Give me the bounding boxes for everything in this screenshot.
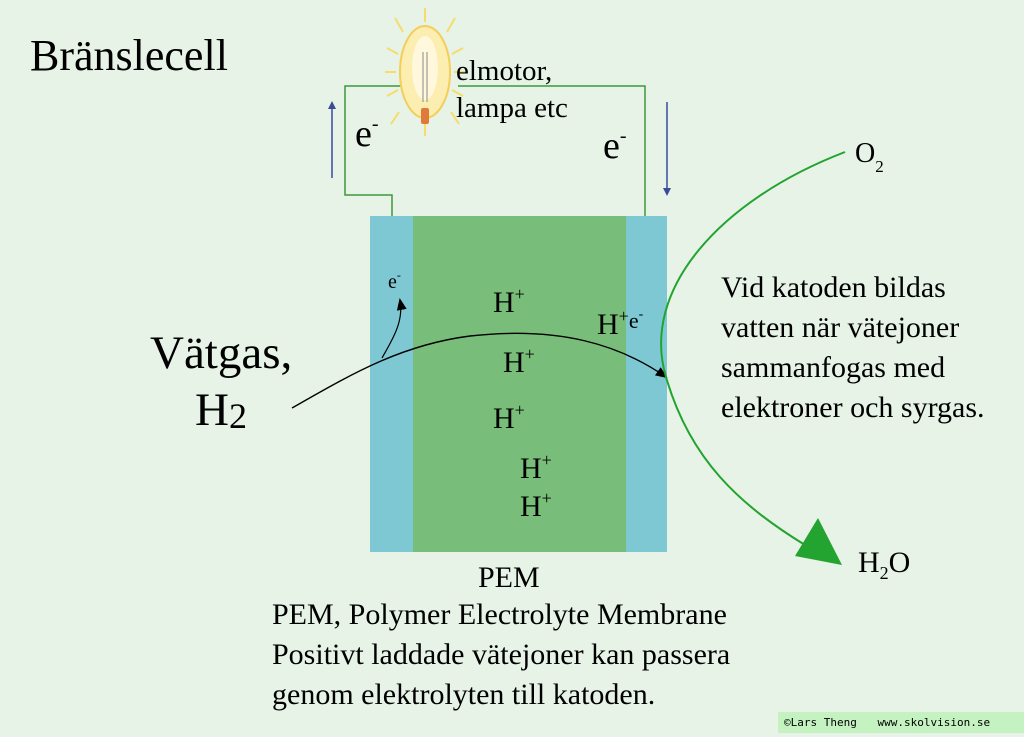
load-label-line1: elmotor,	[456, 55, 552, 87]
electron-release-arrow	[381, 298, 407, 359]
anode	[370, 216, 415, 552]
lamp-icon	[385, 8, 465, 136]
circuit-wire	[344, 85, 646, 216]
oxygen-to-water-curve	[660, 151, 846, 546]
load-label-line2: lampa etc	[456, 92, 568, 124]
website-credit: www.skolvision.se	[877, 716, 991, 729]
page-title: Bränslecell	[30, 31, 228, 80]
proton-label: H+	[520, 488, 552, 523]
proton-label: H+	[520, 450, 552, 485]
membrane	[413, 216, 627, 552]
cathode-explanation-line: vatten när vätejoner	[721, 311, 959, 344]
proton-label: H+	[493, 284, 525, 319]
description-line: PEM, Polymer Electrolyte Membrane	[272, 598, 727, 631]
electron-label-right: e-	[603, 125, 627, 167]
cathode	[626, 216, 667, 552]
description-line: genom elektrolyten till katoden.	[272, 678, 655, 711]
proton-label: H+	[503, 344, 535, 379]
cathode-explanation-line: elektroner och syrgas.	[721, 391, 985, 424]
water-label: H2O	[858, 546, 910, 583]
description-line: Positivt laddade vätejoner kan passera	[272, 638, 730, 671]
cathode-explanation-line: sammanfogas med	[721, 351, 945, 384]
cathode-explanation-line: Vid katoden bildas	[721, 271, 946, 304]
water-outlet-arrowhead	[795, 518, 842, 565]
fuel-label: Vätgas,	[150, 327, 292, 379]
electron-label-left: e-	[355, 113, 379, 155]
hydrogen-flow-arrow	[291, 332, 668, 409]
credit-footer: ©Lars Theng www.skolvision.se	[778, 712, 1024, 733]
oxygen-label: O2	[855, 138, 884, 176]
proton-label: H+	[493, 400, 525, 435]
pem-label: PEM	[478, 561, 540, 594]
author-credit: ©Lars Theng	[784, 716, 857, 729]
cathode-reactant-label: H+e-	[597, 306, 644, 341]
anode-electron-label: e-	[388, 268, 401, 293]
fuel-formula: H2	[195, 384, 247, 436]
